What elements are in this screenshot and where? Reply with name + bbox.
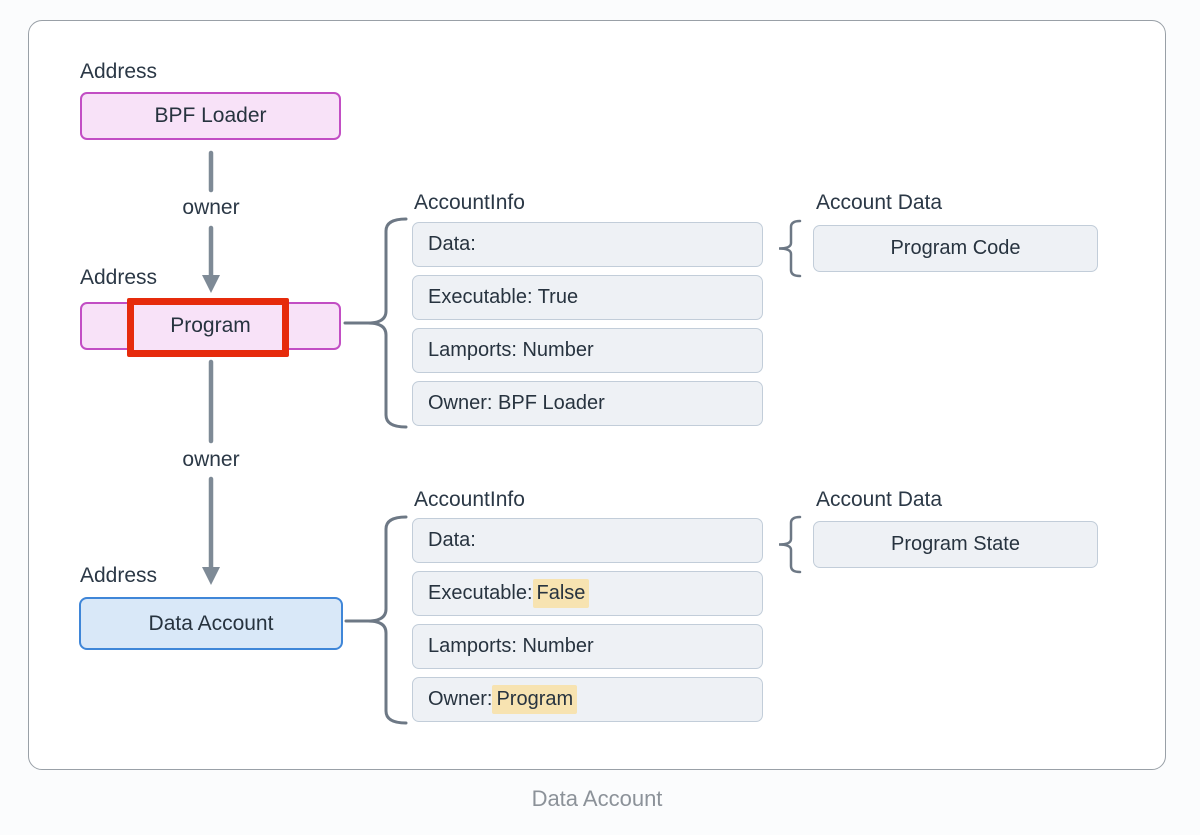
- account-data-title-1: Account Data: [816, 191, 943, 214]
- field-dataaccount-executable: Executable:False: [412, 571, 763, 616]
- field-program-owner: Owner: BPF Loader: [412, 381, 763, 426]
- node-bpf-loader: BPF Loader: [80, 92, 341, 140]
- field-text: Owner:: [428, 688, 493, 710]
- account-data-title-2: Account Data: [816, 488, 943, 511]
- red-annotation-box: [127, 298, 289, 357]
- accountinfo-title-data-account: AccountInfo: [414, 488, 525, 511]
- owner-edge-label-1: owner: [182, 196, 240, 219]
- account-data-value: Program State: [891, 533, 1020, 555]
- field-text: Executable: True: [428, 286, 579, 308]
- field-text: Lamports: Number: [428, 635, 594, 657]
- field-highlight: Program: [492, 685, 578, 714]
- address-label-program: Address: [80, 266, 158, 289]
- figure-caption: Data Account: [531, 786, 663, 811]
- node-data-account: Data Account: [79, 597, 343, 650]
- field-dataaccount-data: Data:: [412, 518, 763, 563]
- account-data-box-program-code: Program Code: [813, 225, 1098, 272]
- address-label-data-account: Address: [80, 564, 158, 587]
- account-data-value: Program Code: [890, 237, 1021, 259]
- field-dataaccount-lamports: Lamports: Number: [412, 624, 763, 669]
- field-highlight: False: [532, 579, 590, 608]
- field-dataaccount-owner: Owner:Program: [412, 677, 763, 722]
- node-bpf-loader-label: BPF Loader: [154, 104, 267, 127]
- account-data-box-program-state: Program State: [813, 521, 1098, 568]
- owner-edge-label-2: owner: [182, 448, 240, 471]
- field-text: Owner: BPF Loader: [428, 392, 605, 414]
- node-program: Program: [80, 298, 341, 357]
- field-program-lamports: Lamports: Number: [412, 328, 763, 373]
- field-program-data: Data:: [412, 222, 763, 267]
- field-text: Executable:: [428, 582, 533, 604]
- address-label-bpf-loader: Address: [80, 60, 158, 83]
- node-program-label: Program: [170, 314, 251, 337]
- accountinfo-title-program: AccountInfo: [414, 191, 525, 214]
- field-program-executable: Executable: True: [412, 275, 763, 320]
- field-text: Lamports: Number: [428, 339, 594, 361]
- field-text: Data:: [428, 529, 476, 551]
- node-data-account-label: Data Account: [148, 611, 274, 635]
- field-text: Data:: [428, 233, 476, 255]
